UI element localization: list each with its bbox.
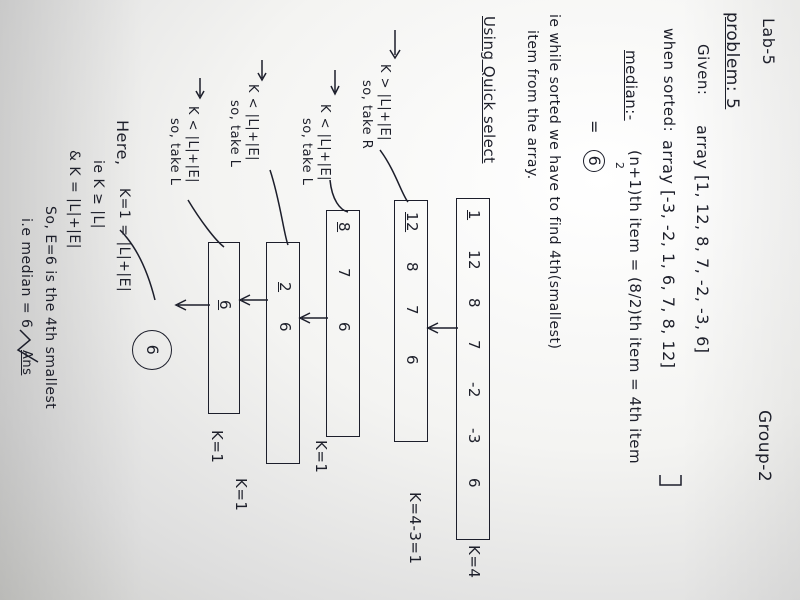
- handwritten-sheet: Lab-5 Group-2 problem: 5 Given: array [1…: [16, 12, 778, 578]
- arrows-layer: [16, 30, 682, 486]
